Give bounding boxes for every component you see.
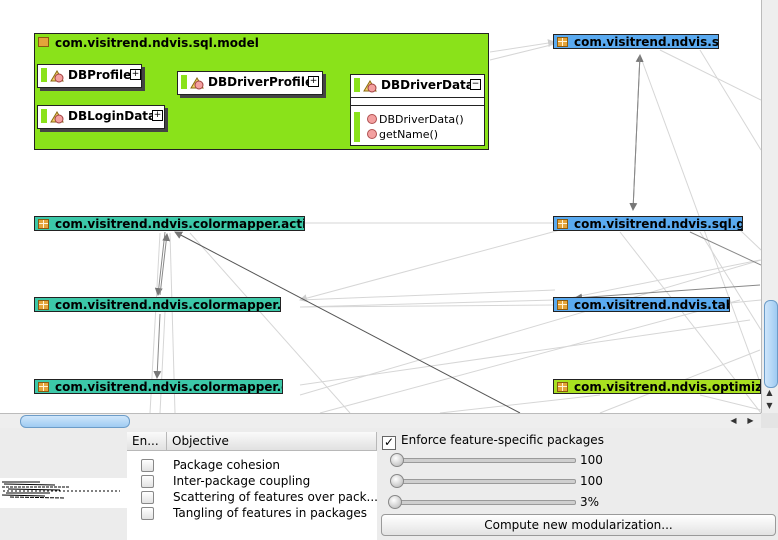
package-name: com.visitrend.ndvis.colormapper.actions — [55, 217, 305, 231]
class-icon — [190, 77, 204, 90]
scroll-corner — [761, 413, 778, 428]
slider-value: 100 — [580, 453, 603, 467]
objectives-table[interactable]: En... Objective Package cohesion Inter-p… — [127, 432, 378, 540]
objective-label: Package cohesion — [173, 458, 281, 472]
package-sql[interactable]: com.visitrend.ndvis.sql — [553, 34, 719, 49]
class-icon — [363, 80, 377, 93]
class-dbprofile[interactable]: DBProfile + — [37, 64, 142, 88]
package-icon — [38, 219, 49, 229]
slider-track — [392, 458, 576, 463]
scroll-up-icon[interactable]: ▲ — [766, 388, 773, 397]
package-icon — [557, 219, 568, 229]
class-name: DBDriverData — [381, 78, 474, 92]
weight-slider-1[interactable] — [382, 452, 580, 468]
class-icon — [50, 111, 64, 124]
slider-knob[interactable] — [390, 453, 404, 467]
enforce-packages-option[interactable]: ✓ Enforce feature-specific packages — [382, 432, 604, 450]
package-icon — [38, 382, 49, 392]
method-icon — [367, 114, 377, 124]
package-name: com.visitrend.ndvis.colormapper.io — [55, 298, 281, 312]
diagram-overview-thumbnail[interactable] — [0, 462, 127, 526]
expand-toggle[interactable]: + — [308, 76, 319, 87]
objective-label: Inter-package coupling — [173, 474, 311, 488]
package-name: com.visitrend.ndvis.table — [574, 298, 730, 312]
package-name: com.visitrend.ndvis.sql — [574, 35, 719, 49]
collapse-toggle[interactable]: − — [470, 79, 481, 90]
horizontal-scroll-thumb[interactable] — [20, 415, 130, 428]
control-panel: En... Objective Package cohesion Inter-p… — [0, 428, 778, 540]
package-icon — [38, 37, 49, 47]
class-name: DBProfile — [68, 68, 132, 82]
slider-knob[interactable] — [390, 474, 404, 488]
class-color-bar — [354, 78, 360, 92]
class-dbdriverprofile[interactable]: DBDriverProfile + — [177, 71, 323, 95]
package-icon — [557, 37, 568, 47]
table-row[interactable]: Scattering of features over pack... — [127, 489, 378, 505]
table-row[interactable]: Package cohesion — [127, 457, 377, 473]
method-constructor[interactable]: DBDriverData() — [367, 113, 464, 126]
enforce-label: Enforce feature-specific packages — [401, 433, 604, 447]
class-name: DBLoginData — [68, 109, 157, 123]
package-icon — [557, 382, 568, 392]
objective-label: Scattering of features over pack... — [173, 490, 378, 504]
slider-track — [392, 479, 576, 484]
expand-toggle[interactable]: + — [130, 69, 141, 80]
class-divider — [351, 97, 484, 98]
column-header-enabled[interactable]: En... — [127, 432, 167, 451]
scroll-right-icon[interactable]: ▶ — [747, 416, 754, 425]
compute-modularization-button[interactable]: Compute new modularization... — [381, 514, 776, 536]
package-sql-gui[interactable]: com.visitrend.ndvis.sql.gui — [553, 216, 743, 231]
enable-checkbox[interactable] — [141, 491, 154, 504]
threshold-slider[interactable] — [382, 494, 580, 510]
member-color-bar — [354, 112, 360, 142]
column-header-objective[interactable]: Objective — [167, 432, 377, 451]
objective-label: Tangling of features in packages — [173, 506, 368, 520]
table-row[interactable]: Tangling of features in packages — [127, 505, 377, 521]
table-row[interactable]: Inter-package coupling — [127, 473, 377, 489]
class-name: DBDriverProfile — [208, 75, 314, 89]
enable-checkbox[interactable] — [141, 507, 154, 520]
horizontal-scrollbar[interactable]: ◀ ▶ — [0, 413, 761, 428]
package-icon — [557, 300, 568, 310]
scroll-down-icon[interactable]: ▼ — [766, 401, 773, 410]
class-divider — [351, 105, 484, 106]
weight-slider-2[interactable] — [382, 473, 580, 489]
package-name: com.visitrend.ndvis.optimize — [574, 380, 761, 394]
enforce-checkbox[interactable]: ✓ — [382, 435, 396, 450]
method-icon — [367, 129, 377, 139]
class-color-bar — [41, 109, 47, 123]
package-table[interactable]: com.visitrend.ndvis.table — [553, 297, 730, 312]
class-color-bar — [41, 68, 47, 82]
package-colormapper-gui[interactable]: com.visitrend.ndvis.colormapper.gui — [34, 379, 283, 394]
package-icon — [38, 300, 49, 310]
diagram-canvas[interactable]: com.visitrend.ndvis.sql.model DBProfile … — [0, 0, 762, 413]
slider-knob[interactable] — [388, 495, 402, 509]
slider-track — [392, 500, 576, 505]
vertical-scroll-thumb[interactable] — [764, 300, 778, 388]
class-dblogindata[interactable]: DBLoginData + — [37, 105, 165, 129]
class-dbdriverdata[interactable]: DBDriverData − DBDriverData() getName() — [350, 74, 485, 146]
class-color-bar — [181, 75, 187, 89]
package-name: com.visitrend.ndvis.sql.gui — [574, 217, 743, 231]
package-colormapper-actions[interactable]: com.visitrend.ndvis.colormapper.actions — [34, 216, 305, 231]
enable-checkbox[interactable] — [141, 475, 154, 488]
method-getname[interactable]: getName() — [367, 128, 438, 141]
slider-value: 3% — [580, 495, 600, 509]
vertical-scrollbar[interactable]: ▲ ▼ — [761, 0, 778, 413]
expand-toggle[interactable]: + — [152, 110, 163, 121]
class-icon — [50, 70, 64, 83]
package-name: com.visitrend.ndvis.colormapper.gui — [55, 380, 283, 394]
package-sql-model[interactable]: com.visitrend.ndvis.sql.model DBProfile … — [34, 33, 489, 150]
package-colormapper-io[interactable]: com.visitrend.ndvis.colormapper.io — [34, 297, 281, 312]
scroll-left-icon[interactable]: ◀ — [730, 416, 737, 425]
package-optimize[interactable]: com.visitrend.ndvis.optimize — [553, 379, 761, 394]
enable-checkbox[interactable] — [141, 459, 154, 472]
package-name: com.visitrend.ndvis.sql.model — [55, 36, 259, 50]
slider-value: 100 — [580, 474, 603, 488]
